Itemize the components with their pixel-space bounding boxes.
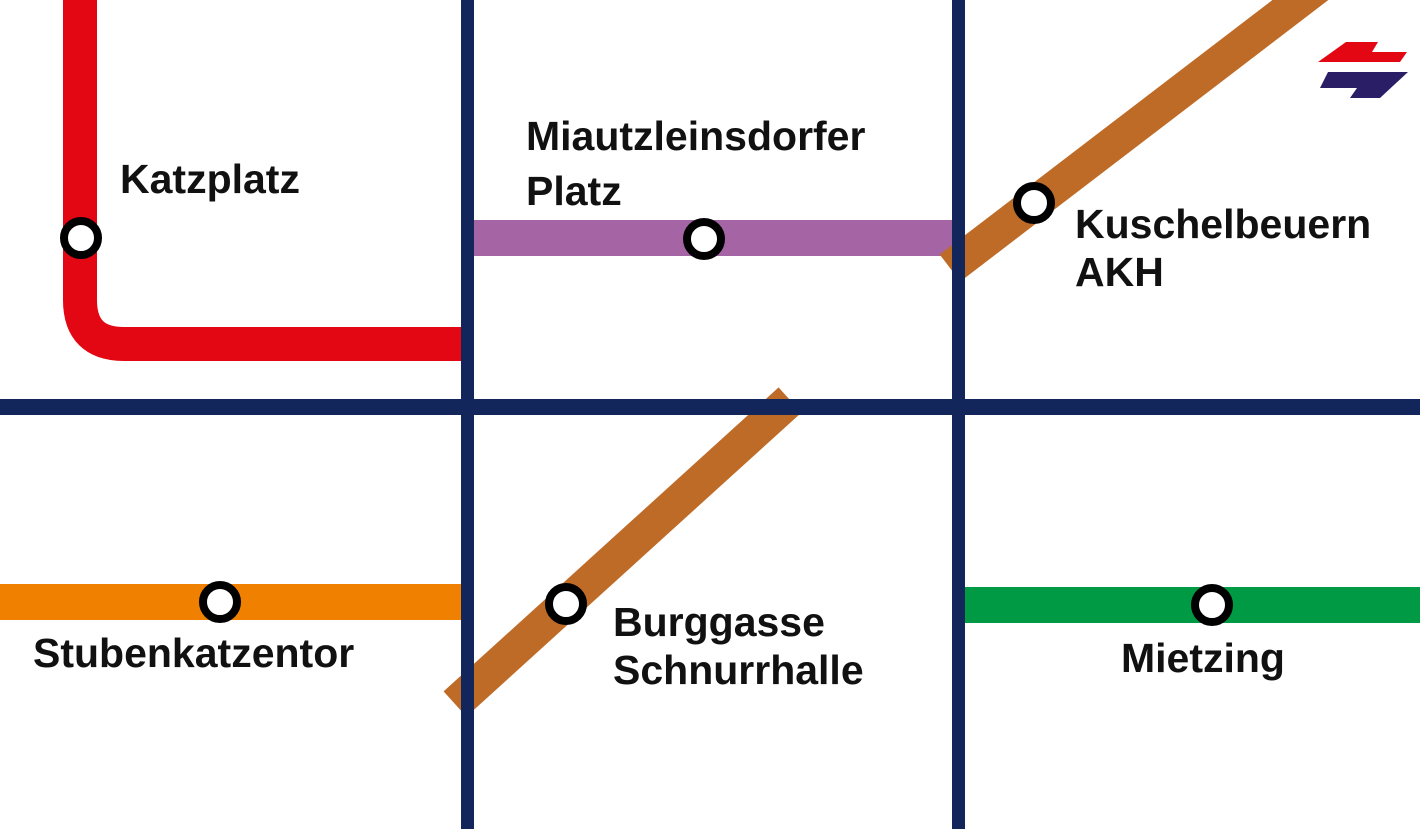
grid-divider-horizontal <box>0 399 1420 415</box>
grid-divider-vertical-left <box>461 0 474 829</box>
station-marker-katzplatz[interactable] <box>60 217 102 259</box>
station-label-stubenkatzentor[interactable]: Stubenkatzentor <box>33 630 354 676</box>
station-marker-miautzleinsdorfer-platz[interactable] <box>683 218 725 260</box>
transit-operator-logo-icon <box>1318 42 1408 98</box>
station-label-katzplatz[interactable]: Katzplatz <box>120 156 300 202</box>
line-red-segment <box>63 0 463 361</box>
station-label-mietzing[interactable]: Mietzing <box>1121 635 1285 681</box>
station-marker-kuschelbeuern-akh[interactable] <box>1013 182 1055 224</box>
logo-red-chevron <box>1318 42 1407 62</box>
station-marker-mietzing[interactable] <box>1191 584 1233 626</box>
line-brown-segment-bottom <box>443 387 802 717</box>
grid-divider-vertical-right <box>952 0 965 829</box>
station-marker-stubenkatzentor[interactable] <box>199 581 241 623</box>
line-brown-segment-top <box>939 0 1329 282</box>
station-marker-burggasse-schnurrhalle[interactable] <box>545 583 587 625</box>
logo-navy-chevron <box>1320 72 1408 98</box>
